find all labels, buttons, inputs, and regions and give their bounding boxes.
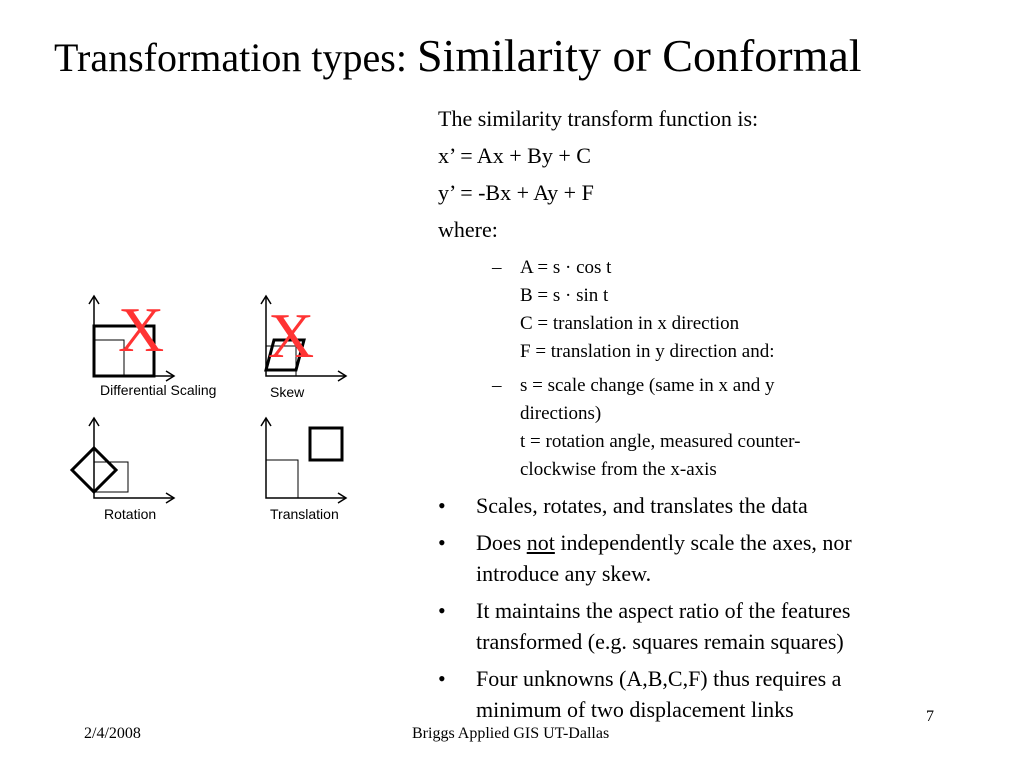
sub-bullet-coefficients: – A = s · cos t B = s · sin t C = transl… [438, 254, 998, 366]
translation-figure [260, 416, 348, 504]
slide-body: The similarity transform function is: x’… [438, 106, 998, 731]
bullet-dot: • [438, 666, 446, 691]
dash-marker: – [492, 375, 502, 396]
sub-line: F = translation in y direction and: [520, 341, 775, 362]
slide-title: Transformation types: Similarity or Conf… [54, 30, 1014, 84]
underlined-word: not [526, 530, 555, 555]
equation-x: x’ = Ax + By + C [438, 143, 591, 168]
bullet-text: Four unknowns (A,B,C,F) thus requires a [476, 666, 842, 691]
title-main: Similarity or Conformal [416, 30, 862, 81]
where-text: where: [438, 217, 498, 242]
bullet-dot: • [438, 530, 446, 555]
sub-line: clockwise from the x-axis [520, 459, 717, 480]
bullet-text: It maintains the aspect ratio of the fea… [476, 598, 851, 623]
bullet-text: minimum of two displacement links [476, 697, 794, 722]
rotation-label: Rotation [104, 506, 157, 522]
red-x-mark: X [268, 300, 315, 371]
bullet-text-post: independently scale the axes, nor [554, 530, 852, 555]
sub-line: s = scale change (same in x and y [520, 375, 775, 396]
bullet-dot: • [438, 493, 446, 518]
sub-line: t = rotation angle, measured counter- [520, 431, 801, 452]
diagram-rotation: Rotation [66, 412, 216, 532]
intro-text: The similarity transform function is: [438, 106, 759, 131]
translation-label: Translation [270, 506, 339, 522]
diagram-skew: X Skew [256, 290, 366, 410]
differential-scaling-label: Differential Scaling [100, 382, 217, 398]
dash-marker: – [492, 257, 502, 278]
bullet-item: • Scales, rotates, and translates the da… [438, 490, 998, 521]
bullet-text: Does not independently scale the axes, n… [476, 527, 998, 558]
bullet-text: transformed (e.g. squares remain squares… [476, 629, 844, 654]
bullet-item: • Four unknowns (A,B,C,F) thus requires … [438, 663, 998, 725]
sub-bullet-parameters: – s = scale change (same in x and y dire… [438, 372, 998, 484]
red-x-mark: X [118, 294, 165, 365]
page-number: 7 [926, 708, 934, 725]
footer-date: 2/4/2008 [84, 725, 141, 742]
sub-line: A = s · cos t [520, 257, 612, 278]
bullet-text-pre: Does [476, 530, 527, 555]
bullet-item: • It maintains the aspect ratio of the f… [438, 595, 998, 657]
sub-line: B = s · sin t [520, 285, 609, 306]
diagram-differential-scaling: X Differential Scaling [84, 290, 234, 410]
differential-scaling-figure [88, 294, 176, 382]
rotation-figure [69, 416, 176, 504]
bullet-dot: • [438, 598, 446, 623]
sub-line: C = translation in x direction [520, 313, 740, 334]
skew-figure [260, 294, 348, 382]
bullet-item: • Does not independently scale the axes,… [438, 527, 998, 589]
footer-center: Briggs Applied GIS UT-Dallas [412, 725, 610, 742]
sub-line: directions) [520, 403, 602, 424]
bullet-text: Scales, rotates, and translates the data [476, 493, 808, 518]
bullet-text: introduce any skew. [476, 561, 652, 586]
equation-y: y’ = -Bx + Ay + F [438, 180, 594, 205]
skew-label: Skew [270, 384, 305, 400]
diagram-translation: Translation [256, 412, 386, 532]
title-prefix: Transformation types: [54, 35, 407, 80]
